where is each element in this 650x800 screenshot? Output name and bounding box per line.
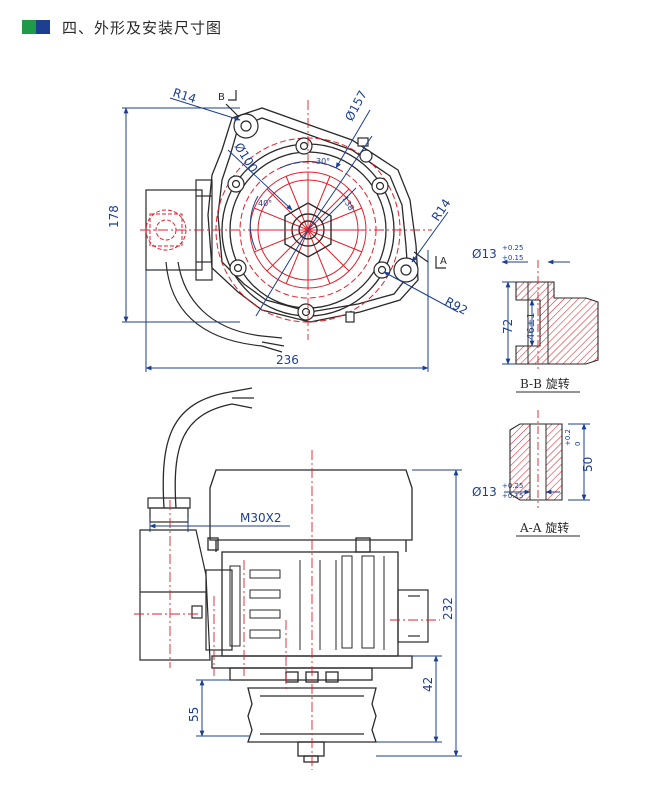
bb-dim-72: 72 (501, 319, 515, 334)
dim-r14-right: R14 (429, 196, 454, 223)
aa-dim-50-tol-lower: 0 (574, 442, 582, 446)
dim-width-236: 236 (276, 353, 299, 367)
front-view: R14 Ø157 Ø100 178 236 R14 R92 30° 40° 13… (107, 86, 470, 372)
blue-square-icon (36, 20, 50, 34)
section-aa-view: 50 +0.2 0 Ø13 +0.25 +0.15 A-A 旋转 (472, 410, 595, 537)
dim-r14-top: R14 (171, 86, 198, 107)
marker-a: A (440, 256, 447, 267)
dim-m30x2: M30X2 (240, 511, 281, 525)
dim-r92: R92 (443, 294, 470, 317)
aa-caption: A-A 旋转 (519, 520, 569, 535)
aa-hole-dia: Ø13 (472, 485, 497, 499)
angle-40: 40° (258, 199, 272, 208)
section-header: 四、外形及安装尺寸图 (22, 14, 322, 40)
dim-height-232: 232 (441, 597, 455, 620)
aa-dim-50: 50 (581, 457, 595, 472)
bb-tol-lower: +0.15 (502, 254, 523, 262)
dim-42: 42 (421, 677, 435, 692)
aa-dim-50-tol-upper: +0.2 (564, 429, 572, 446)
bb-tol-upper: +0.25 (502, 244, 523, 252)
marker-b: B (218, 92, 225, 103)
aa-tol-upper: +0.25 (502, 482, 523, 490)
bb-dim-46: 46±1 (526, 313, 537, 340)
dim-height-178: 178 (107, 205, 121, 228)
bb-caption: B-B 旋转 (520, 376, 570, 391)
section-markers (225, 90, 446, 269)
bb-hole-dia: Ø13 (472, 247, 497, 261)
side-view: M30X2 232 42 55 (134, 387, 462, 770)
dim-55: 55 (187, 707, 201, 722)
green-square-icon (22, 20, 36, 34)
angle-30: 30° (316, 157, 330, 166)
cable (165, 261, 285, 353)
side-cable (162, 387, 254, 509)
section-bb-view: Ø13 +0.25 +0.15 72 46±1 B-B 旋转 (472, 244, 599, 393)
page-title: 四、外形及安装尺寸图 (62, 18, 223, 37)
header-color-mark (22, 20, 50, 34)
aa-tol-lower: +0.15 (502, 492, 523, 500)
